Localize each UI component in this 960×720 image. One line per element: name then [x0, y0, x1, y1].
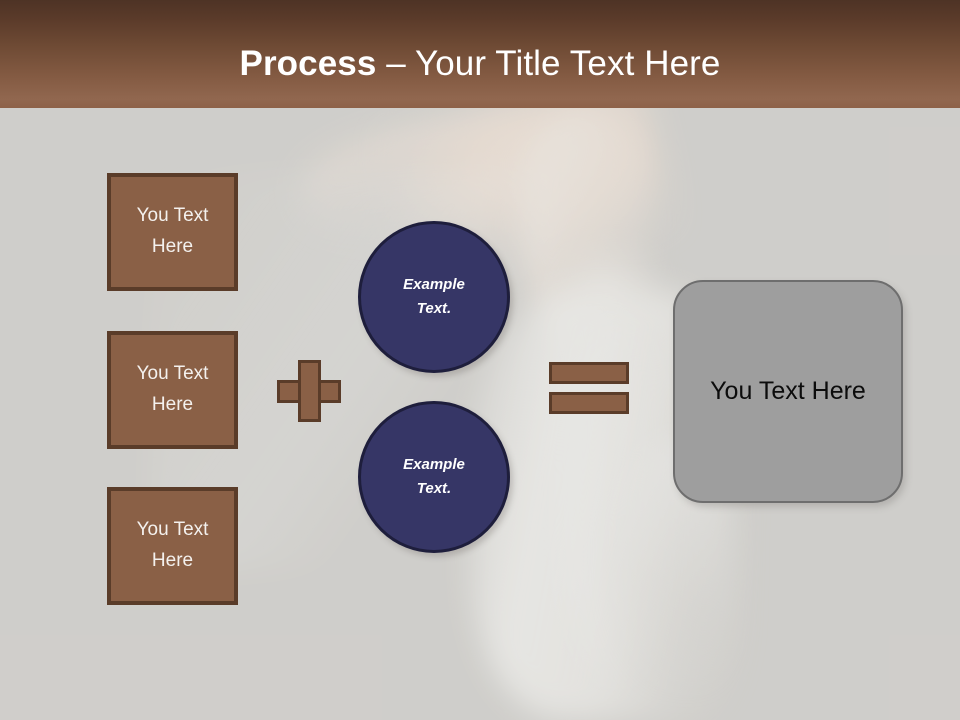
- result-panel[interactable]: You Text Here: [673, 280, 903, 503]
- input-box-2-label: You Text Here: [136, 363, 209, 415]
- equals-top-bar: [549, 362, 629, 384]
- input-box-1[interactable]: You Text Here: [107, 173, 238, 291]
- equals-bottom-bar: [549, 392, 629, 414]
- plus-center-fill: [301, 383, 318, 399]
- example-circle-1-line2: Text.: [416, 300, 452, 317]
- input-box-2[interactable]: You Text Here: [107, 331, 238, 449]
- plus-icon: [277, 360, 341, 422]
- result-panel-label: You Text Here: [710, 377, 866, 405]
- example-circle-2-line2: Text.: [416, 480, 452, 497]
- page-title-rest: – Your Title Text Here: [376, 43, 721, 83]
- input-box-3-label: You Text Here: [136, 519, 209, 571]
- input-box-3[interactable]: You Text Here: [107, 487, 238, 605]
- page-title: Process – Your Title Text Here: [240, 46, 721, 81]
- input-box-1-label: You Text Here: [136, 205, 209, 257]
- page-title-strong: Process: [239, 43, 377, 83]
- example-circle-2-line1: Example: [403, 456, 465, 473]
- equals-icon: [549, 362, 629, 414]
- slide-header-band: Process – Your Title Text Here: [0, 0, 960, 108]
- example-circle-1-line1: Example: [403, 276, 465, 293]
